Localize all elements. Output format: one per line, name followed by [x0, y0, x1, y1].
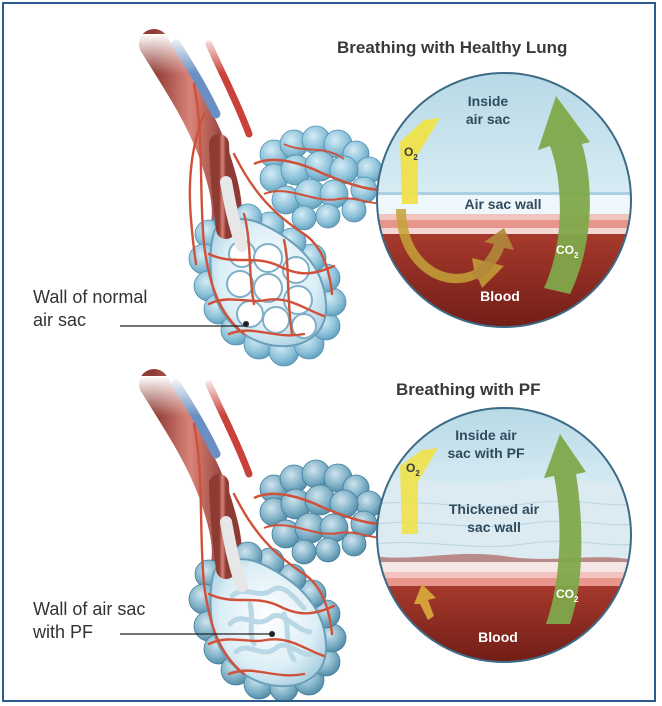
- normal-air-sac-callout-line1: Wall of normal: [33, 286, 147, 309]
- normal-air-sac-callout: Wall of normal air sac: [33, 286, 147, 332]
- thickened-wall-label-line1: Thickened air: [449, 501, 540, 517]
- air-sac-wall-label: Air sac wall: [464, 196, 541, 212]
- normal-air-sac-callout-line2: air sac: [33, 309, 147, 332]
- pf-title: Breathing with PF: [396, 380, 541, 400]
- blood-label-pf: Blood: [478, 629, 518, 645]
- pf-air-sac-callout-line2: with PF: [33, 621, 145, 644]
- inside-air-sac-pf-label-line2: sac with PF: [447, 445, 524, 461]
- healthy-lung-illustration: [134, 34, 384, 366]
- healthy-lung-title: Breathing with Healthy Lung: [337, 38, 567, 58]
- pf-air-sac-circle: [374, 404, 634, 666]
- figure-frame: Inside air sac Air sac wall O2 CO2 Blood: [2, 2, 656, 702]
- inside-air-sac-label-line1: Inside: [468, 93, 509, 109]
- thickened-wall-label-line2: sac wall: [467, 519, 521, 535]
- pf-lung-illustration: [134, 376, 384, 702]
- pf-air-sac-callout: Wall of air sac with PF: [33, 598, 145, 644]
- inside-air-sac-label-line2: air sac: [466, 111, 511, 127]
- inside-air-sac-pf-label-line1: Inside air: [455, 427, 517, 443]
- pf-air-sac-callout-line1: Wall of air sac: [33, 598, 145, 621]
- blood-label: Blood: [480, 288, 520, 304]
